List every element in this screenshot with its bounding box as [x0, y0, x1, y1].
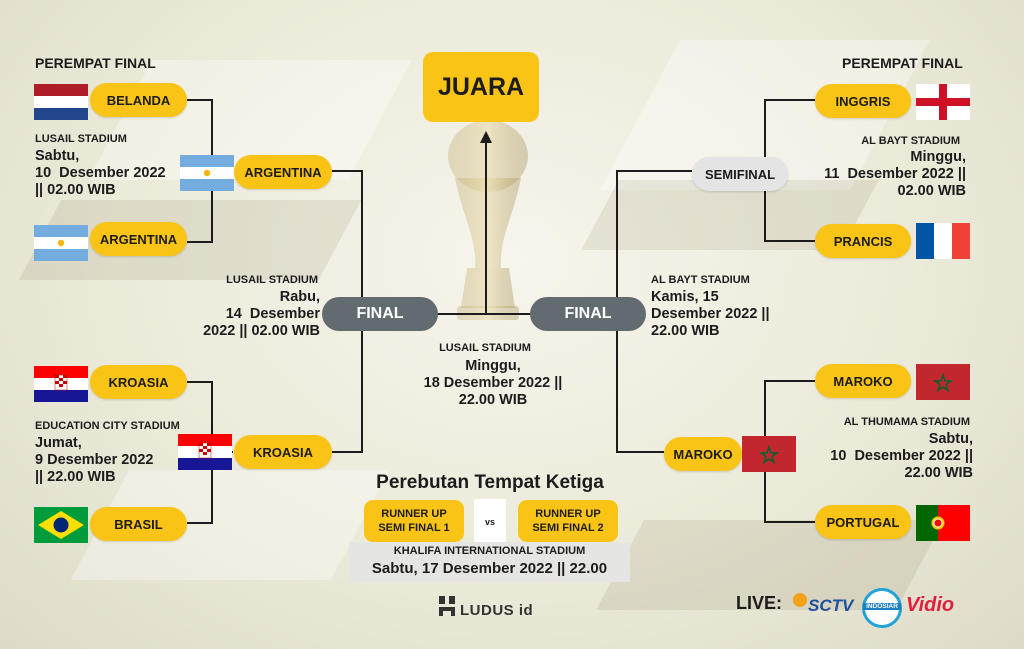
brazil-flag-icon — [34, 507, 88, 543]
ludus-logo-icon — [439, 596, 455, 616]
team-kroasia: KROASIA — [90, 365, 187, 399]
vs-label: vs — [474, 499, 506, 545]
third-place-info-box — [349, 542, 630, 582]
right-heading: PEREMPAT FINAL — [842, 55, 963, 71]
date-qf-left-1: Sabtu, 10 Desember 2022 || 02.00 WIB — [35, 148, 166, 198]
venue-final: LUSAIL STADIUM — [439, 342, 531, 354]
date-qf-left-2: Jumat, 9 Desember 2022 || 22.00 WIB — [35, 435, 154, 485]
champion-box: JUARA — [423, 52, 539, 122]
vidio-logo: Vidio — [906, 594, 955, 616]
date-qf-right-2: Sabtu, 10 Desember 2022 || 22.00 WIB — [830, 431, 973, 481]
left-heading: PEREMPAT FINAL — [35, 55, 156, 71]
sctv-logo: SCTV — [808, 596, 854, 615]
venue-qf-right-1: AL BAYT STADIUM — [861, 135, 960, 147]
team-kroasia-winner: KROASIA — [234, 435, 332, 469]
venue-qf-left-1: LUSAIL STADIUM — [35, 133, 127, 145]
team-portugal: PORTUGAL — [815, 505, 911, 539]
team-brasil: BRASIL — [90, 507, 187, 541]
date-sf-right: Kamis, 15 Desember 2022 || 22.00 WIB — [651, 289, 770, 339]
team-prancis: PRANCIS — [815, 224, 911, 258]
team-argentina: ARGENTINA — [90, 222, 187, 256]
team-argentina-winner: ARGENTINA — [234, 155, 332, 189]
date-final: Minggu, 18 Desember 2022 || 22.00 WIB — [423, 358, 563, 408]
third-place-title: Perebutan Tempat Ketiga — [376, 472, 604, 493]
date-sf-left: Rabu, 14 Desember 2022 || 02.00 WIB — [203, 289, 320, 339]
croatia-flag-icon — [178, 434, 232, 470]
sctv-logo-icon — [793, 593, 807, 607]
venue-sf-left: LUSAIL STADIUM — [226, 274, 318, 286]
semifinal-pill: SEMIFINAL — [692, 157, 788, 191]
france-flag-icon — [916, 223, 970, 259]
runner-up-sf2: RUNNER UP SEMI FINAL 2 — [518, 500, 618, 542]
venue-qf-right-2: AL THUMAMA STADIUM — [843, 416, 970, 428]
final-pill-right: FINAL — [530, 297, 646, 331]
venue-qf-left-2: EDUCATION CITY STADIUM — [35, 420, 180, 432]
date-third-place: Sabtu, 17 Desember 2022 || 22.00 — [371, 560, 608, 577]
indosiar-logo: INDOSIAR — [863, 603, 901, 610]
team-maroko-winner: MAROKO — [664, 437, 742, 471]
venue-third-place: KHALIFA INTERNATIONAL STADIUM — [393, 545, 586, 557]
argentina-flag-icon — [34, 225, 88, 261]
morocco-flag-icon — [742, 436, 796, 472]
date-qf-right-1: Minggu, 11 Desember 2022 || 02.00 WIB — [824, 149, 966, 199]
final-pill-left: FINAL — [322, 297, 438, 331]
brand-logo: LUDUS id — [460, 602, 534, 619]
team-belanda: BELANDA — [90, 83, 187, 117]
team-inggris: INGGRIS — [815, 84, 911, 118]
portugal-flag-icon — [916, 505, 970, 541]
england-flag-icon — [916, 84, 970, 120]
morocco-flag-icon — [916, 364, 970, 400]
argentina-flag-icon — [180, 155, 234, 191]
live-label: LIVE: — [736, 593, 783, 613]
netherlands-flag-icon — [34, 84, 88, 120]
croatia-flag-icon — [34, 366, 88, 402]
venue-sf-right: AL BAYT STADIUM — [651, 274, 750, 286]
team-maroko: MAROKO — [815, 364, 911, 398]
runner-up-sf1: RUNNER UP SEMI FINAL 1 — [364, 500, 464, 542]
